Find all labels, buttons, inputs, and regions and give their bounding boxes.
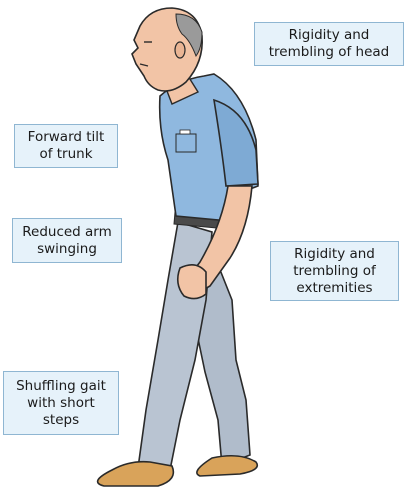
front-shoe: [98, 462, 174, 486]
label-head-line-2: trembling of head: [269, 44, 390, 61]
label-extremities-rigidity: Rigidity and trembling of extremities: [270, 241, 399, 301]
label-ext-line-2: trembling of: [293, 263, 376, 280]
label-gait-line-1: Shuffling gait: [16, 378, 106, 395]
label-gait-line-2: with short: [27, 395, 95, 412]
label-arm-line-1: Reduced arm: [22, 224, 112, 241]
label-ext-line-1: Rigidity and: [294, 246, 375, 263]
label-trunk-tilt: Forward tilt of trunk: [14, 124, 118, 168]
back-shoe: [197, 456, 257, 476]
label-arm-line-2: swinging: [37, 241, 97, 258]
label-gait-line-3: steps: [43, 412, 79, 429]
label-head-line-1: Rigidity and: [289, 27, 370, 44]
ear: [175, 42, 185, 58]
label-arm-swinging: Reduced arm swinging: [12, 218, 122, 263]
label-trunk-line-1: Forward tilt: [28, 129, 105, 146]
label-trunk-line-2: of trunk: [39, 146, 92, 163]
pocket-pen: [180, 130, 190, 134]
hand: [178, 265, 206, 299]
label-ext-line-3: extremities: [296, 280, 372, 297]
label-head-rigidity: Rigidity and trembling of head: [254, 22, 404, 66]
label-shuffling-gait: Shuffling gait with short steps: [3, 371, 119, 435]
